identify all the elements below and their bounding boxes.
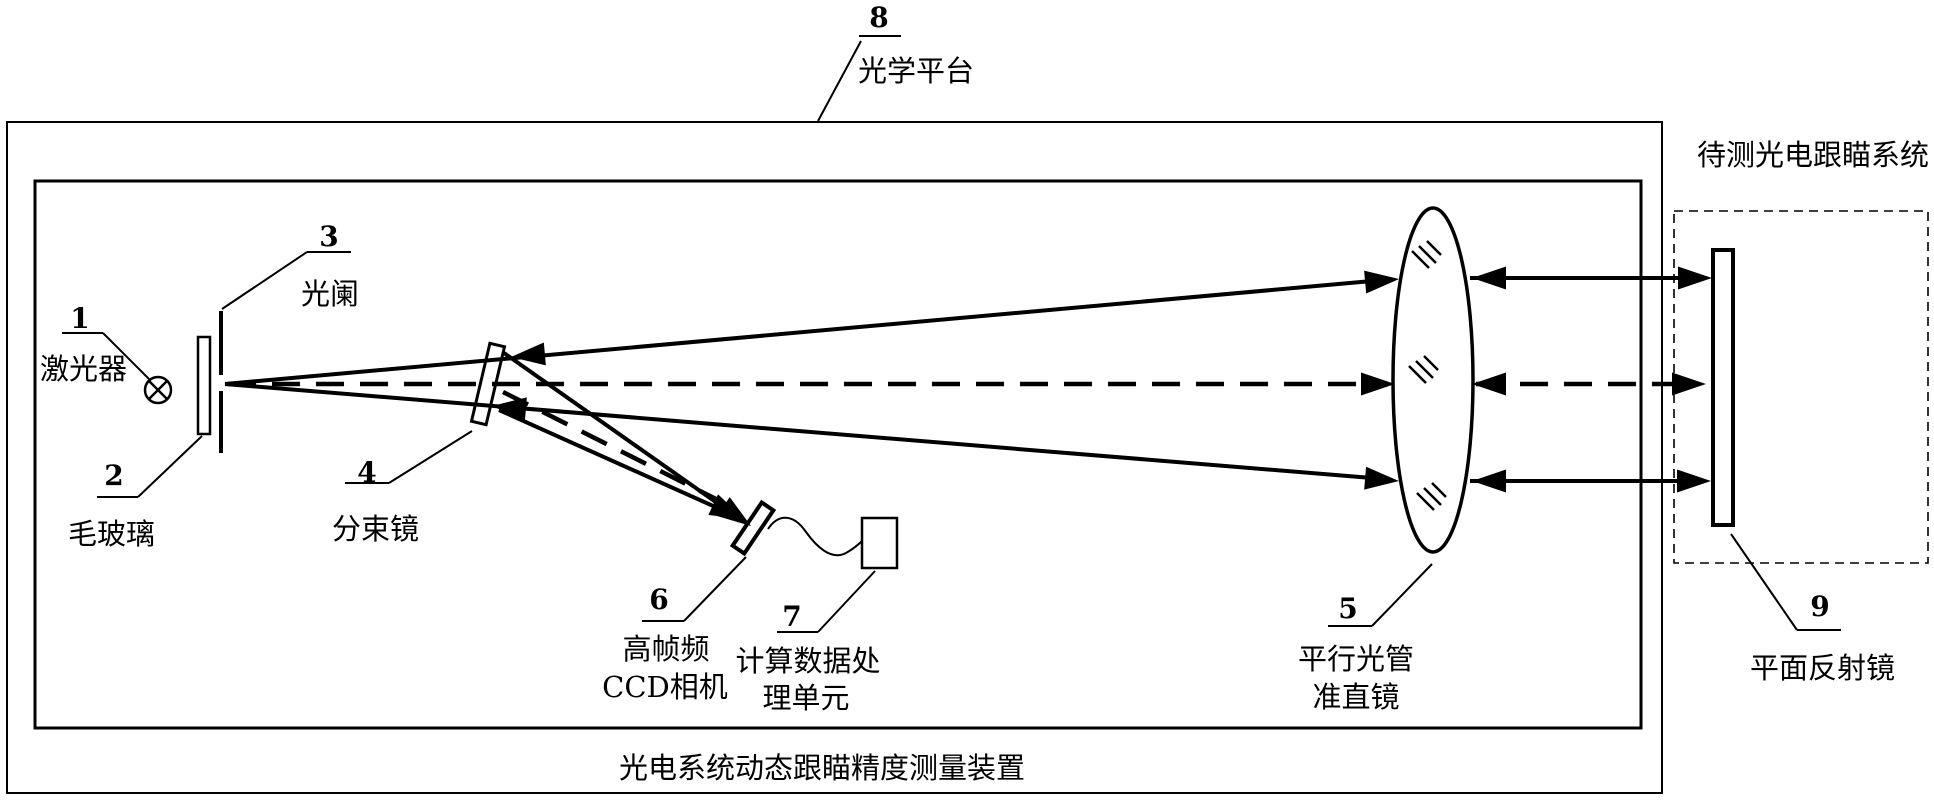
label-6-number: 6 xyxy=(649,583,668,616)
arrow-into-ccd-secondary xyxy=(708,494,744,519)
label-ccd-line2: CCD相机 xyxy=(602,670,728,704)
arrow-into-lens-mid xyxy=(1361,372,1395,396)
lens-hatch-top xyxy=(1411,240,1442,269)
label-collimator-line1: 平行光管 xyxy=(1298,642,1414,676)
label-ccd-line1: 高帧频 xyxy=(622,632,709,666)
label-ground-glass: 毛玻璃 xyxy=(68,517,155,551)
leader-slash-6 xyxy=(683,556,747,622)
leader-lines xyxy=(62,35,1841,633)
leader-slash-2 xyxy=(137,435,203,498)
reflected-beam-lower-ray xyxy=(498,408,732,516)
arrow-return-upper-at-splitter xyxy=(511,342,546,366)
label-8-number: 8 xyxy=(869,1,888,34)
processing-unit-box xyxy=(860,516,899,570)
reflected-beam-upper-ray xyxy=(502,351,739,519)
label-1-number: 1 xyxy=(70,302,89,335)
caption-system-under-test: 待测光电跟瞄系统 xyxy=(1697,138,1929,172)
label-beam-splitter: 分束镜 xyxy=(332,512,419,546)
beam-splitter xyxy=(469,341,507,427)
outgoing-beam xyxy=(224,279,1373,480)
label-processor-line2: 理单元 xyxy=(762,681,849,715)
ground-glass xyxy=(196,335,212,436)
leader-slash-1 xyxy=(102,332,150,380)
label-laser: 激光器 xyxy=(40,352,127,386)
leader-slash-5 xyxy=(1371,563,1433,627)
ccd-cable xyxy=(767,516,863,557)
beam-arrowheads xyxy=(492,266,1712,526)
arrow-into-mirror-mid xyxy=(1672,372,1706,396)
lens-hatch-bottom xyxy=(1416,482,1447,511)
label-3-number: 3 xyxy=(319,220,338,253)
arrow-into-lens-top xyxy=(1364,270,1399,294)
laser-circle xyxy=(143,375,173,405)
label-plane-mirror: 平面反射镜 xyxy=(1750,651,1895,685)
leader-slash-9 xyxy=(1730,533,1798,631)
leader-slash-7 xyxy=(817,570,876,633)
reflected-axis-dashed xyxy=(501,389,718,502)
label-7-number: 7 xyxy=(782,600,801,633)
label-5-number: 5 xyxy=(1338,592,1357,625)
label-aperture: 光阑 xyxy=(301,277,359,311)
leader-slash-3 xyxy=(221,251,308,310)
arrow-return-lower-at-splitter xyxy=(492,397,527,421)
plane-mirror xyxy=(1711,248,1735,527)
label-4-number: 4 xyxy=(357,456,376,489)
arrow-return-top-at-lens xyxy=(1472,266,1506,290)
arrow-into-mirror-top xyxy=(1678,266,1712,290)
lens-ellipse xyxy=(1391,206,1475,554)
label-2-number: 2 xyxy=(104,459,123,492)
label-processor-line1: 计算数据处 xyxy=(735,644,880,678)
laser-cross-2 xyxy=(148,380,168,400)
leader-slash-8 xyxy=(817,40,862,122)
laser-symbol xyxy=(143,375,173,405)
label-9-number: 9 xyxy=(1810,590,1829,623)
optical-platform-box xyxy=(6,121,1663,794)
label-optical-platform: 光学平台 xyxy=(858,54,974,88)
arrow-into-mirror-bottom xyxy=(1677,469,1711,493)
label-collimator-line2: 准直镜 xyxy=(1312,680,1399,714)
reflected-beam-to-ccd xyxy=(498,351,739,519)
outgoing-beam-lower-ray xyxy=(224,382,1373,480)
measuring-device-box xyxy=(33,179,1643,730)
lens-hatch-middle xyxy=(1408,355,1439,384)
caption-measuring-device: 光电系统动态跟瞄精度测量装置 xyxy=(619,751,1025,785)
arrow-return-mid-at-lens xyxy=(1472,372,1506,396)
arrow-into-lens-bottom xyxy=(1364,466,1399,490)
collimator-lens xyxy=(1391,206,1475,554)
arrow-return-bottom-at-lens xyxy=(1472,469,1506,493)
leader-slash-4 xyxy=(388,430,473,484)
ccd-camera xyxy=(729,499,777,557)
outgoing-beam-upper-ray xyxy=(224,279,1373,386)
